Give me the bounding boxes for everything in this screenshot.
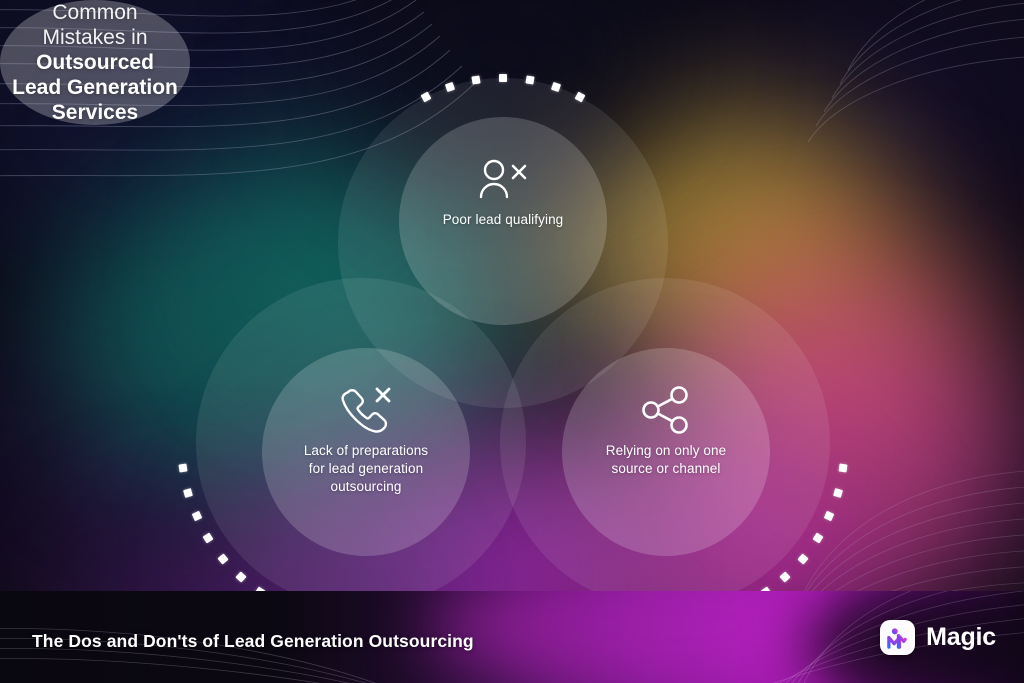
node-label-line-2: source or channel [611, 461, 721, 476]
footer-title: The Dos and Don'ts of Lead Generation Ou… [32, 631, 474, 651]
node-relying-on-one-source[interactable]: Relying on only one source or channel [562, 348, 770, 556]
dash-square [499, 74, 507, 82]
magic-m-logo-icon [880, 620, 916, 655]
dash-square [838, 463, 848, 473]
dash-square [191, 510, 202, 522]
node-lack-of-preparations[interactable]: Lack of preparations for lead generation… [262, 348, 470, 556]
halo-left [196, 278, 526, 608]
center-line-2: Mistakes in [42, 26, 148, 49]
node-label: Lack of preparations for lead generation… [281, 442, 451, 496]
dash-square [217, 553, 229, 565]
halo-top [338, 78, 668, 408]
center-title: Common Mistakes in Outsourced Lead Gener… [0, 0, 190, 125]
node-label-line-3: outsourcing [330, 479, 402, 494]
node-label-line-1: Relying on only one [605, 443, 727, 458]
dash-square [812, 532, 824, 544]
dash-square [234, 571, 247, 583]
dash-square [178, 463, 188, 473]
dash-square [183, 487, 193, 498]
dash-square [471, 75, 481, 85]
node-label: Poor lead qualifying [442, 212, 564, 227]
center-node: Common Mistakes in Outsourced Lead Gener… [0, 0, 190, 125]
dash-square [202, 532, 214, 544]
center-line-3: Outsourced [36, 51, 154, 74]
footer-bar: The Dos and Don'ts of Lead Generation Ou… [0, 591, 1024, 683]
brand-logo[interactable]: Magic [880, 620, 996, 655]
node-poor-lead-qualifying[interactable]: Poor lead qualifying [399, 117, 607, 325]
node-label-line-2: for lead generation [308, 461, 424, 476]
node-label-line-1: Lack of preparations [303, 443, 429, 458]
dash-square [797, 553, 809, 565]
center-line-4: Lead Generation [12, 76, 178, 99]
dash-square [824, 510, 835, 522]
phone-x-icon [337, 384, 395, 436]
node-label: Relying on only one source or channel [581, 442, 751, 478]
brand-name: Magic [926, 623, 996, 651]
share-nodes-icon [640, 384, 692, 436]
dash-square [525, 75, 535, 85]
halo-right [500, 278, 830, 608]
user-x-icon [477, 153, 529, 205]
center-line-1: Common [52, 1, 138, 24]
dash-square [833, 487, 843, 498]
center-line-5: Services [51, 101, 139, 124]
dash-square [779, 571, 792, 583]
